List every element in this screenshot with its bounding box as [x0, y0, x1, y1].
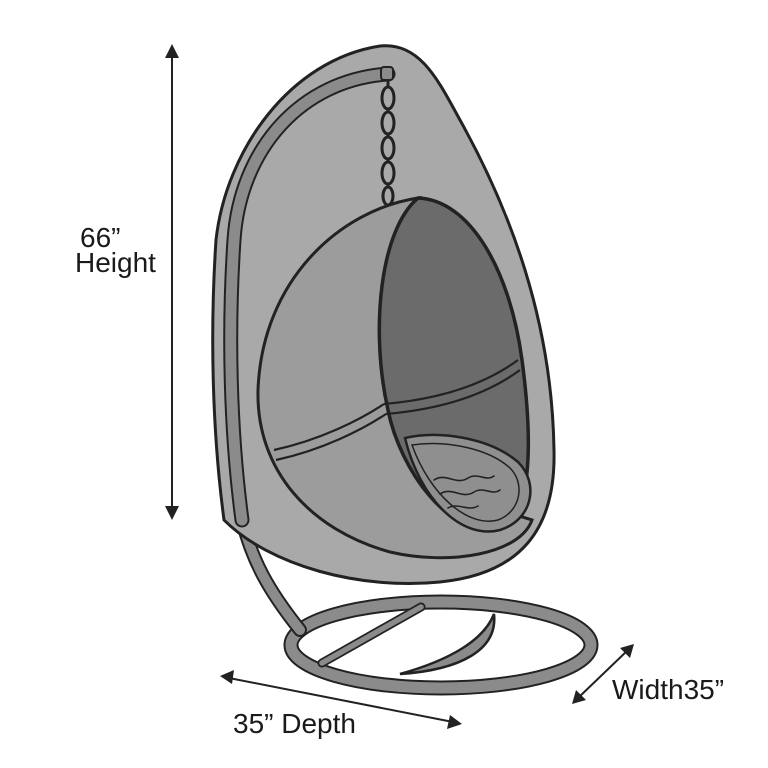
cushion-seams	[273, 359, 521, 462]
height-value: 66”	[80, 222, 121, 253]
depth-dimension: 35” Depth	[233, 710, 356, 738]
width-value: 35”	[683, 674, 725, 705]
width-dimension: Width35”	[612, 676, 724, 704]
depth-arrow	[220, 670, 462, 729]
height-arrow	[165, 44, 179, 520]
base-support	[399, 613, 496, 676]
base-ring-fill	[285, 596, 597, 694]
height-label: Height	[75, 247, 156, 278]
depth-value: 35”	[233, 708, 274, 739]
cushion-wrinkles	[433, 475, 501, 509]
depth-label: Depth	[281, 708, 356, 739]
width-label: Width	[612, 674, 684, 705]
width-arrow	[572, 644, 634, 704]
chair-base	[283, 594, 599, 696]
